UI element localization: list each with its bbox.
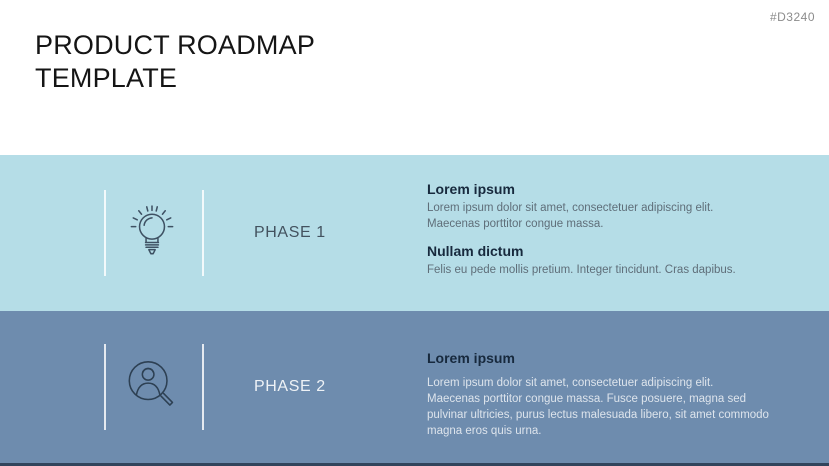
phase-2-content: Lorem ipsum Lorem ipsum dolor sit amet, … <box>427 350 769 439</box>
phase-1-band: PHASE 1 Lorem ipsum Lorem ipsum dolor si… <box>0 155 829 311</box>
phase-1-content: Lorem ipsum Lorem ipsum dolor sit amet, … <box>427 181 769 289</box>
section-heading: Lorem ipsum <box>427 181 515 197</box>
phase-2-label: PHASE 2 <box>254 378 326 395</box>
divider-line <box>202 190 204 276</box>
person-search-icon <box>124 357 180 418</box>
phase-2-icon-box <box>120 357 184 418</box>
phase-2-band: PHASE 2 Lorem ipsum Lorem ipsum dolor si… <box>0 311 829 463</box>
divider-line <box>104 344 106 430</box>
section-heading: Lorem ipsum <box>427 350 515 366</box>
divider-line <box>104 190 106 276</box>
phase-1-label: PHASE 1 <box>254 224 326 241</box>
phase-1-icon-box <box>120 203 184 264</box>
section-heading: Nullam dictum <box>427 243 524 259</box>
section-body: Lorem ipsum dolor sit amet, consectetuer… <box>427 202 714 230</box>
page-title: PRODUCT ROADMAP TEMPLATE <box>35 30 315 93</box>
divider-line <box>202 344 204 430</box>
lightbulb-icon <box>129 203 175 264</box>
section-body: Felis eu pede mollis pretium. Integer ti… <box>427 264 736 276</box>
section-body: Lorem ipsum dolor sit amet, consectetuer… <box>427 377 769 437</box>
slide-code: #D3240 <box>769 10 815 24</box>
bottom-edge-strip <box>0 463 829 466</box>
